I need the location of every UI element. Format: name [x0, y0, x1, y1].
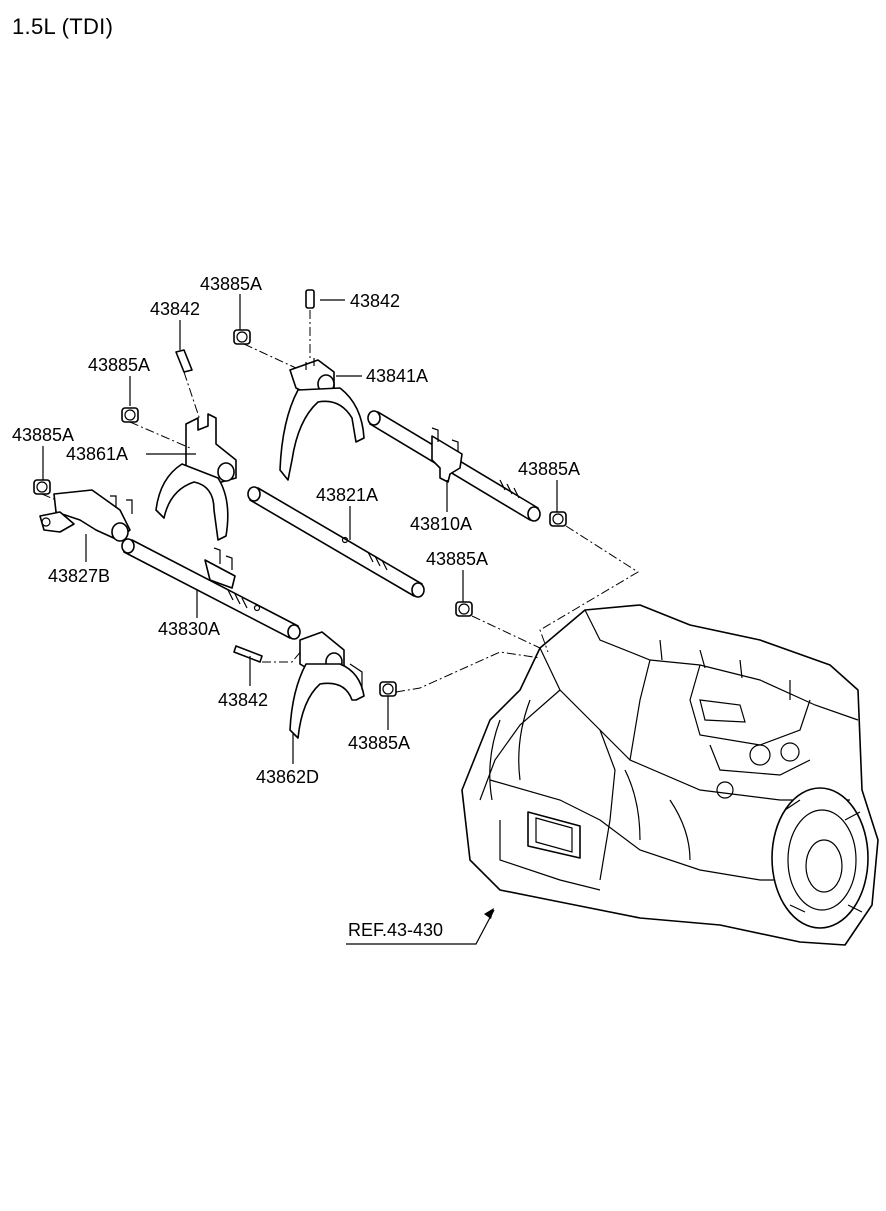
shift-fork-43841a [279, 358, 365, 481]
roll-pin-2 [175, 349, 193, 373]
shift-lug-43810a [431, 427, 463, 483]
callout-43842-2: 43842 [150, 299, 200, 319]
callout-43885a-4: 43885A [518, 459, 580, 479]
shift-rail-43821a [247, 486, 425, 598]
bushing-3 [33, 479, 51, 495]
diagram-title: 1.5L (TDI) [12, 14, 114, 39]
callout-reference: REF.43-430 [348, 920, 443, 940]
callout-43885a-5: 43885A [426, 549, 488, 569]
callout-43810a: 43810A [410, 514, 472, 534]
roll-pin-3 [233, 645, 263, 663]
bushing-1 [233, 329, 251, 345]
shift-lever-43827b [39, 489, 133, 542]
roll-pin-1 [305, 289, 315, 309]
bushing-5 [455, 601, 473, 617]
callout-43861a: 43861A [66, 444, 128, 464]
callout-43885a-1: 43885A [200, 274, 262, 294]
shift-fork-43861a [155, 413, 237, 541]
bushing-2 [121, 407, 139, 423]
bushing-6 [379, 681, 397, 697]
shift-rail-43830a [121, 538, 301, 640]
transmission-housing [461, 604, 879, 946]
callout-43841a: 43841A [366, 366, 428, 386]
callout-43830a: 43830A [158, 619, 220, 639]
callout-43842-1: 43842 [350, 291, 400, 311]
callout-43885a-6: 43885A [348, 733, 410, 753]
callout-43821a: 43821A [316, 485, 378, 505]
shift-fork-43862d [289, 631, 365, 739]
bushing-4 [549, 511, 567, 527]
leader-lines [42, 294, 558, 945]
callout-43862d: 43862D [256, 767, 319, 787]
callout-43885a-3: 43885A [12, 425, 74, 445]
callout-43827b: 43827B [48, 566, 110, 586]
assembly-lines [41, 310, 639, 693]
callout-43885a-2: 43885A [88, 355, 150, 375]
callout-43842-3: 43842 [218, 690, 268, 710]
